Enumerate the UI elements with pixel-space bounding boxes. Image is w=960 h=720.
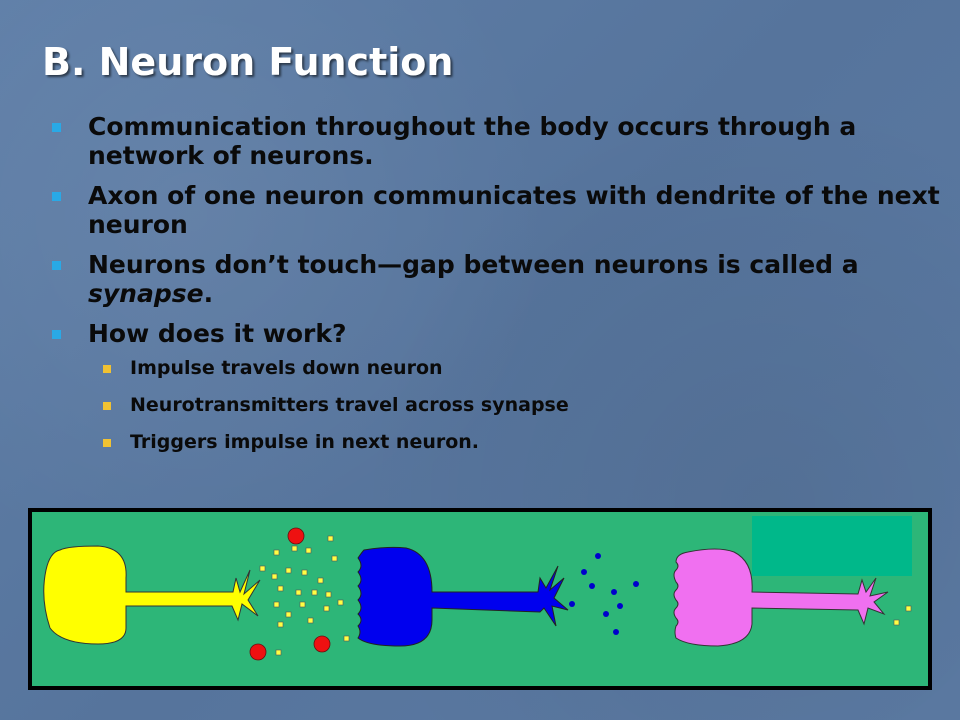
sub-bullet-text: Impulse travels down neuron	[130, 357, 443, 379]
teal-panel	[752, 516, 912, 576]
pink-neuron	[673, 548, 889, 647]
synapse-diagram	[28, 508, 932, 690]
bullet-list: Communication throughout the body occurs…	[50, 112, 950, 467]
bullet-item: Communication throughout the body occurs…	[50, 112, 950, 170]
bullet-item: Neurons don’t touch—gap between neurons …	[50, 250, 950, 308]
square-bullet-icon	[52, 330, 61, 339]
sub-bullet-text: Triggers impulse in next neuron.	[130, 431, 480, 453]
yellow-neuron	[43, 545, 261, 645]
bullet-text-end: .	[203, 279, 214, 308]
square-bullet-icon	[52, 192, 61, 201]
blue-neurotransmitters	[569, 553, 639, 635]
bullet-text: Communication throughout the body occurs…	[88, 112, 857, 170]
square-sub-bullet-icon	[103, 439, 111, 447]
bullet-text: Axon of one neuron communicates with den…	[88, 181, 940, 239]
sub-bullet-list: Impulse travels down neuron Neurotransmi…	[88, 356, 950, 455]
blue-neuron	[357, 546, 569, 647]
synapse-term: synapse	[88, 279, 204, 308]
bullet-item: How does it work? Impulse travels down n…	[50, 319, 950, 455]
sub-bullet-item: Neurotransmitters travel across synapse	[88, 393, 950, 418]
sub-bullet-text: Neurotransmitters travel across synapse	[130, 394, 569, 416]
bullet-item: Axon of one neuron communicates with den…	[50, 181, 950, 239]
bullet-text: How does it work?	[88, 319, 347, 348]
square-bullet-icon	[52, 261, 61, 270]
bullet-text: Neurons don’t touch—gap between neurons …	[88, 250, 859, 279]
slide-title: B. Neuron Function	[42, 40, 454, 84]
yellow-neurotransmitters	[259, 535, 912, 656]
square-bullet-icon	[52, 123, 61, 132]
red-neurotransmitters	[249, 527, 331, 661]
square-sub-bullet-icon	[103, 365, 111, 373]
square-sub-bullet-icon	[103, 402, 111, 410]
sub-bullet-item: Triggers impulse in next neuron.	[88, 430, 950, 455]
sub-bullet-item: Impulse travels down neuron	[88, 356, 950, 381]
